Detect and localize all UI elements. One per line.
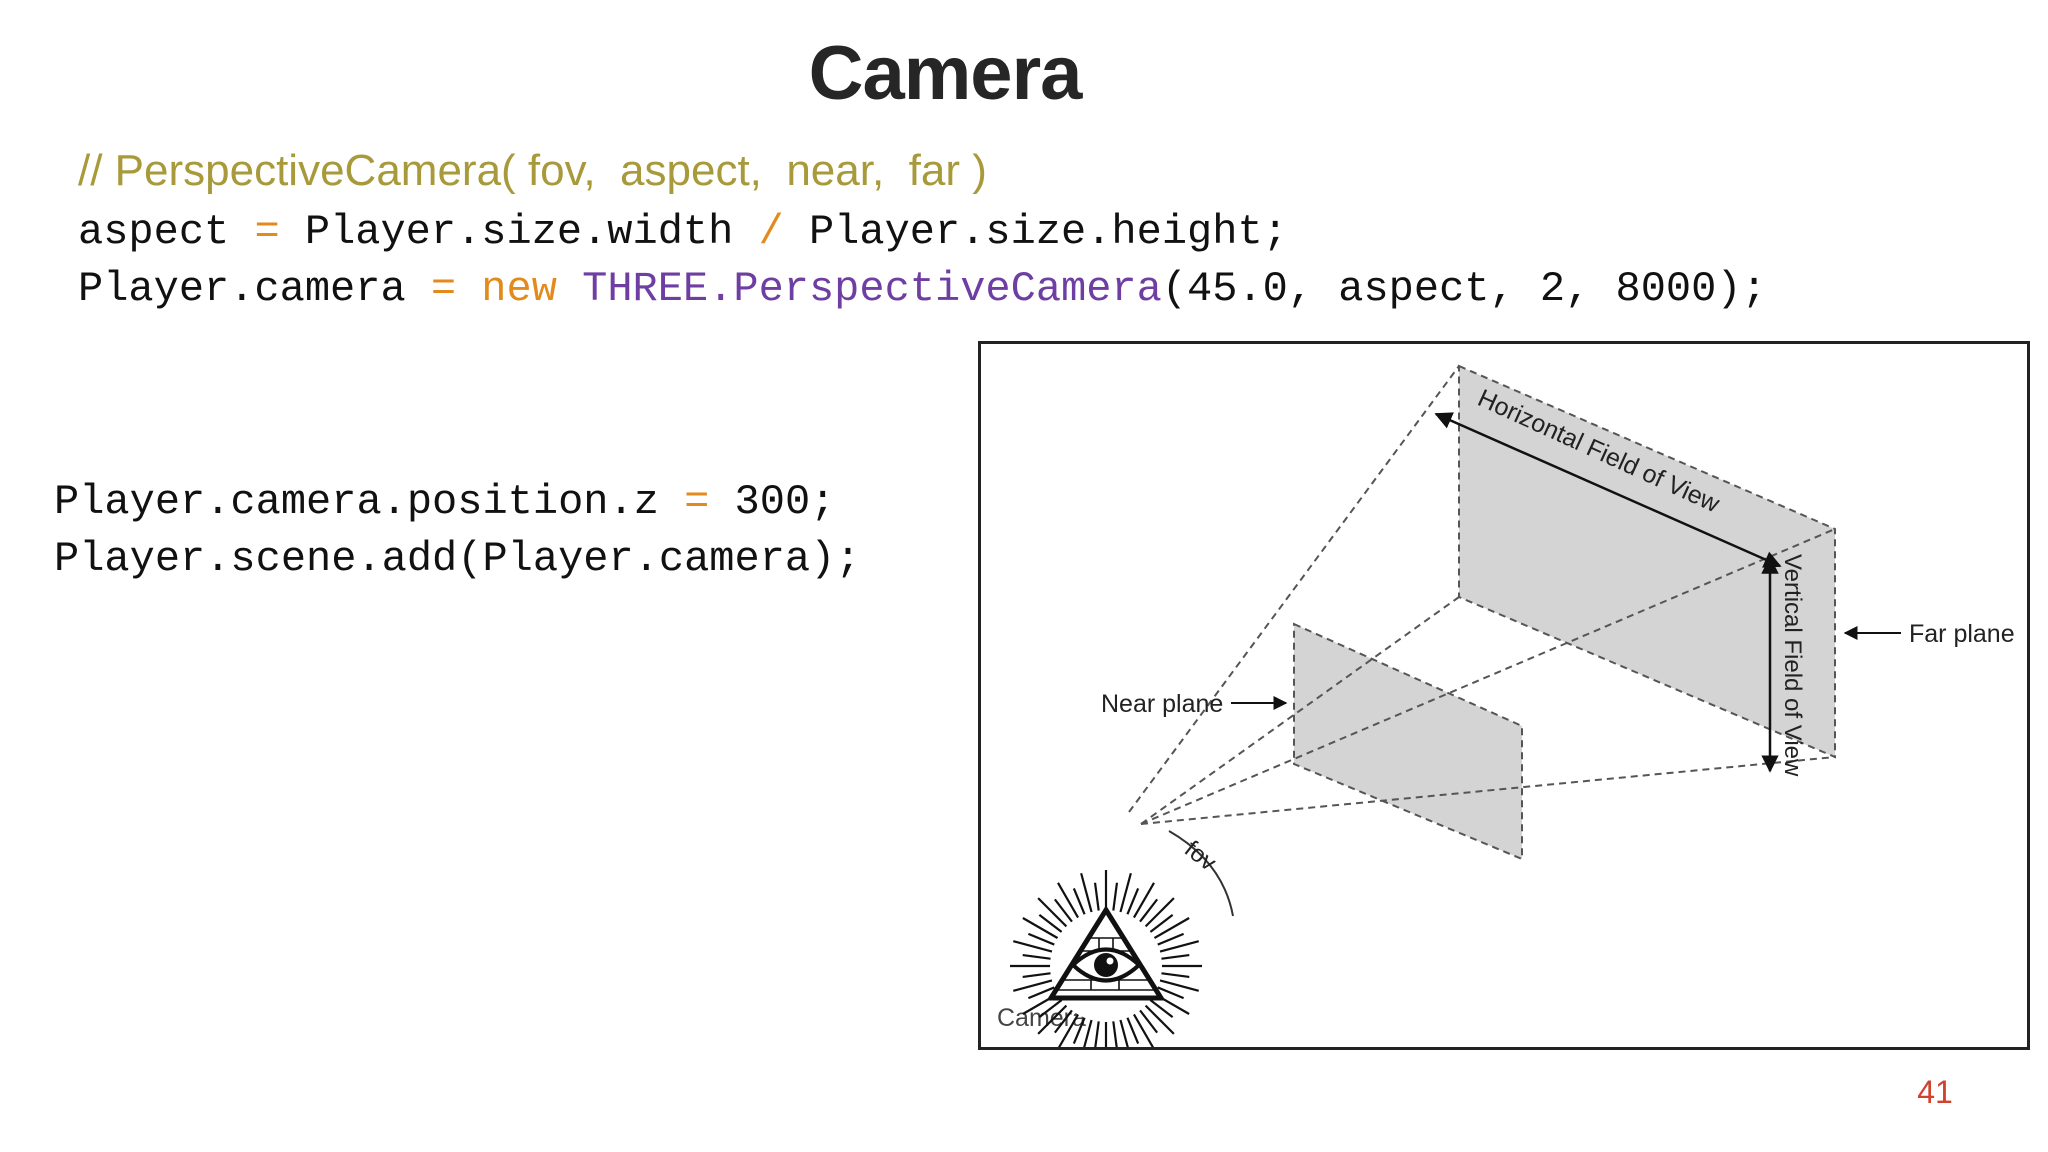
code-operator: =	[684, 478, 710, 526]
code-operator: =	[430, 265, 457, 313]
code-token: Player.camera.position.z	[54, 478, 685, 526]
code-space	[557, 265, 582, 313]
code-line-camera: Player.camera = new THREE.PerspectiveCam…	[78, 265, 1767, 313]
code-token: Player.camera	[78, 265, 431, 313]
near-plane-label: Near plane	[1101, 690, 1223, 718]
code-token: Player.size.height;	[783, 208, 1288, 256]
code-line-scene-add: Player.scene.add(Player.camera);	[54, 535, 861, 583]
code-space	[456, 265, 481, 313]
code-keyword: new	[481, 265, 557, 313]
far-plane-label: Far plane	[1909, 620, 2015, 648]
fov-arc	[1168, 830, 1234, 917]
code-token: Player.size.width	[279, 208, 759, 256]
vertical-fov-label: Vertical Field of View	[1779, 554, 1806, 777]
code-token: 300;	[709, 478, 836, 526]
code-operator: =	[254, 208, 280, 256]
code-class: THREE.PerspectiveCamera	[582, 265, 1162, 313]
slide-title: Camera	[808, 31, 1083, 116]
code-line-position: Player.camera.position.z = 300;	[54, 478, 835, 526]
page-number: 41	[1917, 1074, 1953, 1110]
code-line-aspect: aspect = Player.size.width / Player.size…	[78, 208, 1288, 256]
frustum-edges	[1128, 365, 1836, 825]
frustum-diagram: Horizontal Field of View Vertical Field …	[978, 341, 2030, 1050]
horizontal-fov-arrow	[1434, 412, 1782, 568]
code-operator: /	[758, 208, 784, 256]
near-plane-shape	[1293, 622, 1523, 861]
code-token: (45.0, aspect, 2, 8000);	[1161, 265, 1767, 313]
code-comment: // PerspectiveCamera( fov, aspect, near,…	[78, 146, 987, 195]
code-token: aspect	[78, 208, 255, 256]
all-seeing-eye-icon	[1010, 870, 1202, 1047]
